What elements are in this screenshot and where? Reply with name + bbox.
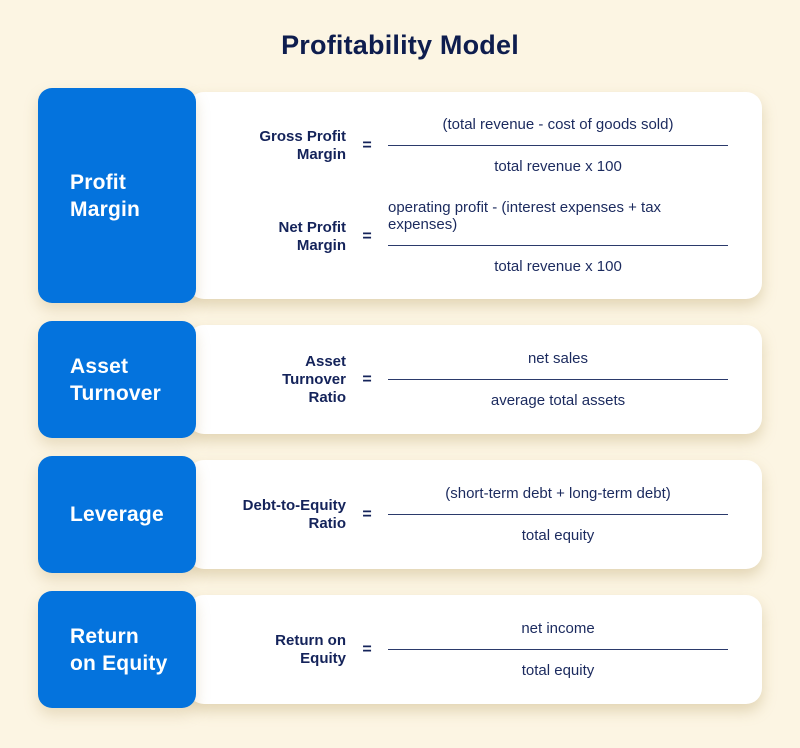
- rows-container: Gross Profit Margin = (total revenue - c…: [38, 88, 762, 708]
- denominator: total revenue x 100: [494, 158, 622, 175]
- formula-return-on-equity: Return on Equity = net income total equi…: [196, 620, 728, 679]
- category-label-asset-turnover: Asset Turnover: [38, 321, 196, 438]
- fraction-line: [388, 245, 728, 246]
- fraction: (short-term debt + long-term debt) total…: [388, 485, 728, 544]
- equals-sign: =: [362, 505, 372, 523]
- formula-card-leverage: Debt-to-Equity Ratio = (short-term debt …: [188, 460, 762, 569]
- row-leverage: Debt-to-Equity Ratio = (short-term debt …: [38, 456, 762, 573]
- numerator: net income: [521, 620, 595, 637]
- formula-card-return-on-equity: Return on Equity = net income total equi…: [188, 595, 762, 704]
- formula-asset-turnover-ratio: Asset Turnover Ratio = net sales average…: [196, 350, 728, 409]
- formula-name: Debt-to-Equity Ratio: [242, 496, 346, 532]
- numerator: (total revenue - cost of goods sold): [442, 116, 674, 133]
- equals-sign: =: [362, 370, 372, 388]
- formula-card-profit-margin: Gross Profit Margin = (total revenue - c…: [188, 92, 762, 299]
- row-asset-turnover: Asset Turnover Ratio = net sales average…: [38, 321, 762, 438]
- equals-sign: =: [362, 136, 372, 154]
- fraction: (total revenue - cost of goods sold) tot…: [388, 116, 728, 175]
- row-return-on-equity: Return on Equity = net income total equi…: [38, 591, 762, 708]
- fraction-line: [388, 649, 728, 650]
- formula-name: Return on Equity: [275, 631, 346, 667]
- formula-debt-to-equity-ratio: Debt-to-Equity Ratio = (short-term debt …: [196, 485, 728, 544]
- formula-card-asset-turnover: Asset Turnover Ratio = net sales average…: [188, 325, 762, 434]
- equals-sign: =: [362, 228, 372, 245]
- fraction-line: [388, 379, 728, 380]
- formula-name: Gross Profit Margin: [259, 127, 346, 163]
- formula-name: Asset Turnover Ratio: [282, 352, 346, 406]
- denominator: total equity: [521, 527, 595, 544]
- formula-gross-profit-margin: Gross Profit Margin = (total revenue - c…: [196, 116, 728, 175]
- page-title: Profitability Model: [281, 30, 519, 60]
- formula-name: Net Profit Margin: [278, 219, 347, 254]
- fraction-line: [388, 514, 728, 515]
- category-label-profit-margin: Profit Margin: [38, 88, 196, 303]
- row-profit-margin: Gross Profit Margin = (total revenue - c…: [38, 88, 762, 303]
- equals-sign: =: [362, 640, 372, 658]
- fraction: net sales average total assets: [388, 350, 728, 409]
- denominator: total equity: [521, 662, 595, 679]
- formula-net-profit-margin: Net Profit Margin = operating profit - (…: [196, 199, 728, 275]
- category-label-leverage: Leverage: [38, 456, 196, 573]
- fraction-line: [388, 145, 728, 146]
- category-label-return-on-equity: Return on Equity: [38, 591, 196, 708]
- fraction: operating profit - (interest expenses + …: [388, 199, 728, 275]
- numerator: operating profit - (interest expenses + …: [388, 199, 662, 233]
- denominator: average total assets: [490, 392, 626, 409]
- denominator: total revenue x 100: [494, 258, 622, 275]
- numerator: net sales: [527, 350, 589, 367]
- fraction: net income total equity: [388, 620, 728, 679]
- numerator: (short-term debt + long-term debt): [445, 485, 671, 502]
